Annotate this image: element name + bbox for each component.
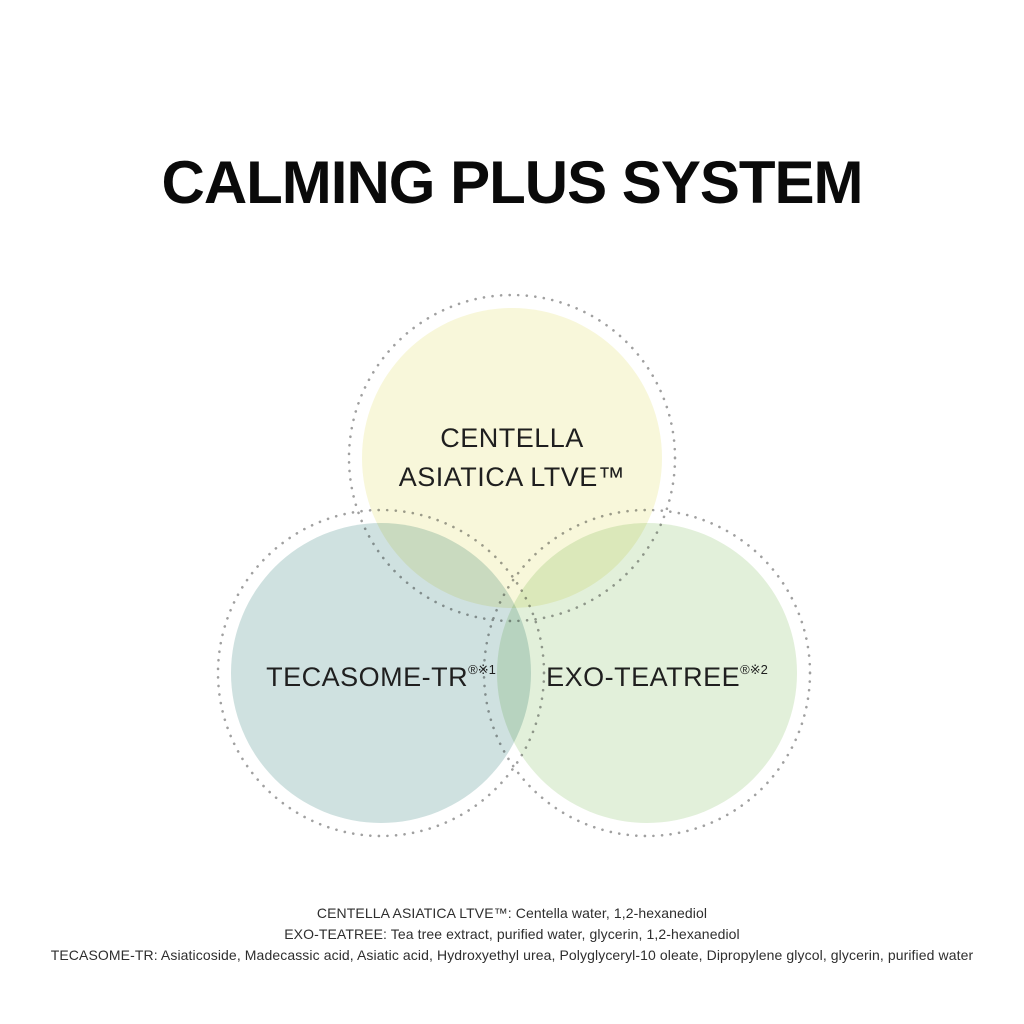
page-title: CALMING PLUS SYSTEM [161,149,863,216]
footnote-exo-teatree: EXO-TEATREE: Tea tree extract, purified … [284,926,740,942]
tecasome-label: TECASOME-TR®※1 [216,662,546,693]
exo-teatree-circle [497,523,797,823]
exo-teatree-dotted-ring-icon [482,508,812,838]
footnote-tecasome: TECASOME-TR: Asiaticoside, Madecassic ac… [50,947,974,963]
exo-teatree-label-superscript: ®※2 [740,662,768,677]
footnote-centella: CENTELLA ASIATICA LTVE™: Centella water,… [316,905,708,921]
exo-teatree-label-text: EXO-TEATREE [546,662,741,692]
centella-dotted-ring-icon [347,293,677,623]
footnotes: CENTELLA ASIATICA LTVE™: Centella water,… [0,906,1024,969]
tecasome-label-superscript: ®※1 [468,662,496,677]
centella-label-line1: CENTELLA [440,423,584,453]
exo-teatree-label: EXO-TEATREE®※2 [492,662,822,693]
tecasome-circle [231,523,531,823]
centella-label: CENTELLA ASIATICA LTVE™ [362,419,662,497]
tecasome-label-text: TECASOME-TR [266,662,469,692]
centella-label-line2: ASIATICA LTVE™ [398,462,626,492]
